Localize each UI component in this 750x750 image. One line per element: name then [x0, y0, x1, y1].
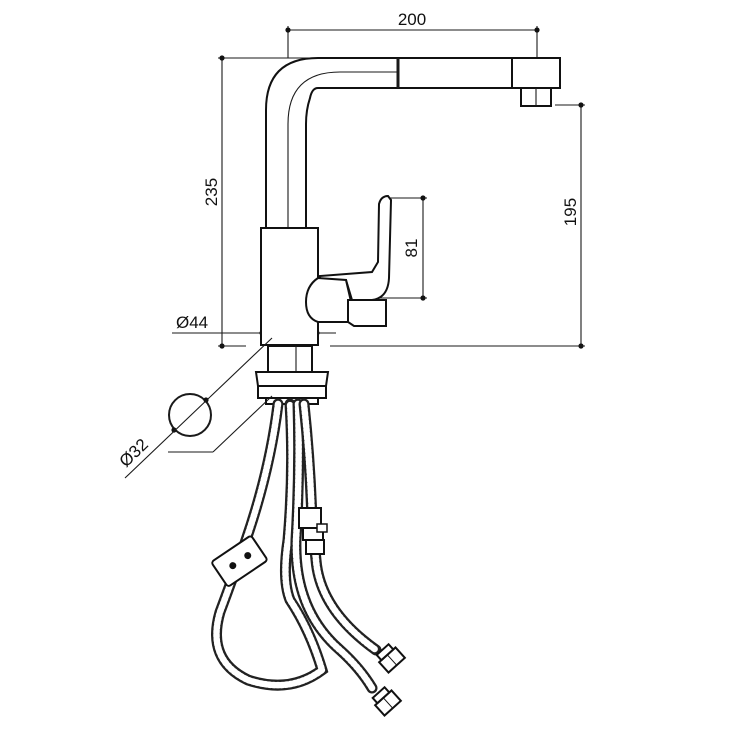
hose-clip — [211, 535, 268, 587]
spout-tip — [511, 57, 561, 89]
dimension-outlet-height: 195 — [555, 102, 585, 349]
valve-housing — [304, 276, 354, 323]
hose-fitting-upper — [375, 642, 407, 674]
main-body — [260, 227, 319, 346]
spout-reach-label: 200 — [398, 10, 426, 29]
dimension-spout-reach: 200 — [285, 10, 540, 58]
lever-height-label: 81 — [402, 239, 421, 258]
total-height-label: 235 — [202, 178, 221, 206]
hose-fitting-lower — [371, 685, 403, 717]
outlet-height-label: 195 — [561, 198, 580, 226]
supply-hoses — [211, 398, 407, 717]
mounting-nut — [254, 371, 330, 387]
hole-diameter-label: Ø32 — [116, 435, 152, 471]
lever-lower — [347, 299, 387, 327]
faucet-body — [254, 57, 561, 405]
mounting-hole-circle — [168, 393, 212, 437]
base-diameter-label: Ø44 — [176, 313, 208, 332]
check-valve — [298, 507, 328, 555]
mounting-washer — [257, 385, 327, 399]
dimension-hole-diameter: Ø32 — [116, 337, 273, 479]
dimension-base-diameter: Ø44 — [172, 313, 585, 347]
shank — [267, 345, 313, 373]
